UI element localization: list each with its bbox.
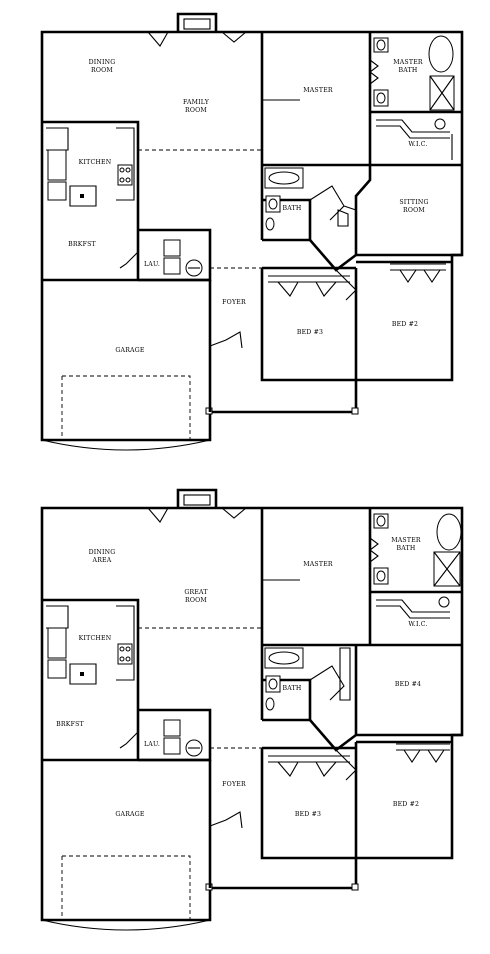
room-label-kitchen: KITCHEN [79, 159, 112, 166]
room-label-brkfst: BRKFST [56, 721, 84, 728]
room-label-bath: BATH [283, 205, 302, 212]
room-label-bed2: BED #2 [393, 801, 419, 808]
exterior-wall-a [40, 30, 464, 442]
room-label-wic: W.I.C. [408, 141, 427, 148]
fireplace-a [176, 12, 218, 32]
room-label-brkfst: BRKFST [68, 241, 96, 248]
room-label-wic: W.I.C. [408, 621, 427, 628]
room-label-master: MASTER [303, 87, 333, 94]
fireplace-b [176, 488, 218, 508]
exterior-wall-b [40, 506, 464, 922]
room-label-kitchen: KITCHEN [79, 635, 112, 642]
room-label-master: MASTER [303, 561, 333, 568]
room-label-garage: GARAGE [115, 347, 144, 354]
room-label-foyer: FOYER [222, 781, 246, 788]
room-label-bed2: BED #2 [392, 321, 418, 328]
room-label-bed3: BED #3 [297, 329, 323, 336]
room-label-laundry: LAU. [144, 261, 160, 268]
room-label-bed4: BED #4 [395, 681, 421, 688]
room-label-bath: BATH [283, 685, 302, 692]
room-label-laundry: LAU. [144, 741, 160, 748]
room-label-garage: GARAGE [115, 811, 144, 818]
room-label-foyer: FOYER [222, 299, 246, 306]
room-label-bed3: BED #3 [295, 811, 321, 818]
